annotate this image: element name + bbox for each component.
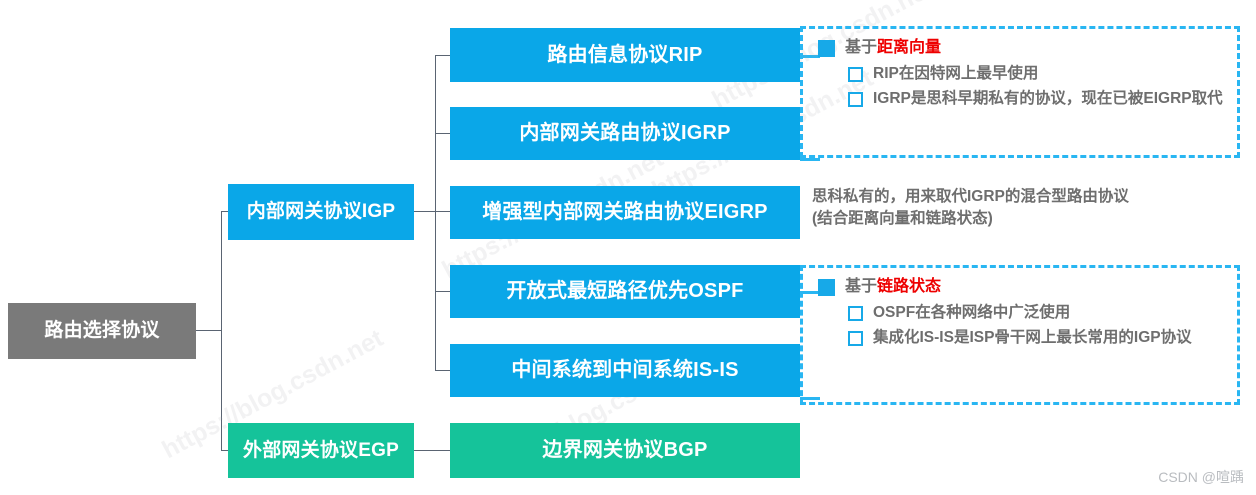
annotation-heading: 基于链路状态: [818, 277, 1228, 297]
annotation-eigrp-note-line1: 思科私有的，用来取代IGRP的混合型路由协议: [812, 188, 1129, 205]
heading-prefix: 基于: [845, 39, 878, 56]
hollow-square-icon: [848, 306, 863, 321]
connector-line: [414, 450, 450, 451]
annotation-eigrp-note-line2: (结合距离向量和链路状态): [812, 209, 993, 227]
node-protocol-bgp[interactable]: 边界网关协议BGP: [450, 423, 800, 478]
connector-line: [435, 211, 450, 212]
list-item-text: IGRP是思科早期私有的协议，现在已被EIGRP取代: [873, 89, 1223, 107]
node-protocol-igrp[interactable]: 内部网关路由协议IGRP: [450, 107, 800, 160]
list-item: OSPF在各种网络中广泛使用: [848, 303, 1228, 324]
connector-line: [435, 370, 450, 371]
list-item-text: RIP在因特网上最早使用: [873, 65, 1039, 82]
node-protocol-ospf[interactable]: 开放式最短路径优先OSPF: [450, 265, 800, 318]
annotation-heading-text: 基于链路状态: [845, 277, 941, 297]
list-item: RIP在因特网上最早使用: [848, 64, 1228, 85]
annotation-panel-link-state: [800, 265, 1240, 405]
heading-highlight: 距离向量: [877, 39, 942, 56]
connector-line: [435, 291, 450, 292]
node-protocol-eigrp[interactable]: 增强型内部网关路由协议EIGRP: [450, 186, 800, 239]
list-item: 集成化IS-IS是ISP骨干网上最长常用的IGP协议: [848, 328, 1228, 349]
csdn-watermark: CSDN @喧踽: [1158, 469, 1244, 485]
connector-line: [435, 133, 450, 134]
node-protocol-rip[interactable]: 路由信息协议RIP: [450, 28, 800, 82]
filled-square-icon: [818, 279, 835, 296]
annotation-bullet-list: RIP在因特网上最早使用 IGRP是思科早期私有的协议，现在已被EIGRP取代: [848, 64, 1228, 110]
annotation-link-state: 基于链路状态 OSPF在各种网络中广泛使用 集成化IS-IS是ISP骨干网上最长…: [818, 277, 1228, 353]
connector-line: [435, 55, 436, 371]
heading-prefix: 基于: [845, 278, 878, 295]
annotation-panel-distance-vector: [800, 26, 1240, 158]
connector-line: [221, 211, 222, 451]
list-item-text: 集成化IS-IS是ISP骨干网上最长常用的IGP协议: [873, 328, 1192, 346]
node-category-igp[interactable]: 内部网关协议IGP: [228, 184, 414, 240]
annotation-distance-vector: 基于距离向量 RIP在因特网上最早使用 IGRP是思科早期私有的协议，现在已被E…: [818, 38, 1228, 114]
list-item-text: OSPF在各种网络中广泛使用: [873, 304, 1071, 321]
connector-line: [221, 211, 229, 212]
connector-line: [800, 397, 820, 400]
annotation-eigrp-note: 思科私有的，用来取代IGRP的混合型路由协议 (结合距离向量和链路状态): [812, 186, 1242, 229]
annotation-heading-text: 基于距离向量: [845, 38, 941, 58]
filled-square-icon: [818, 40, 835, 57]
connector-line: [196, 330, 222, 331]
connector-line: [435, 55, 450, 56]
heading-highlight: 链路状态: [877, 278, 942, 295]
connector-line: [221, 450, 229, 451]
node-category-egp[interactable]: 外部网关协议EGP: [228, 423, 414, 478]
connector-line: [414, 211, 436, 212]
connector-line: [800, 158, 820, 161]
list-item: IGRP是思科早期私有的协议，现在已被EIGRP取代: [848, 89, 1228, 110]
annotation-heading: 基于距离向量: [818, 38, 1228, 58]
annotation-bullet-list: OSPF在各种网络中广泛使用 集成化IS-IS是ISP骨干网上最长常用的IGP协…: [848, 303, 1228, 349]
hollow-square-icon: [848, 67, 863, 82]
node-protocol-isis[interactable]: 中间系统到中间系统IS-IS: [450, 344, 800, 397]
hollow-square-icon: [848, 91, 863, 107]
hollow-square-icon: [848, 330, 863, 346]
node-root[interactable]: 路由选择协议: [8, 303, 196, 359]
connector-line: [800, 55, 820, 58]
connector-line: [800, 291, 820, 294]
